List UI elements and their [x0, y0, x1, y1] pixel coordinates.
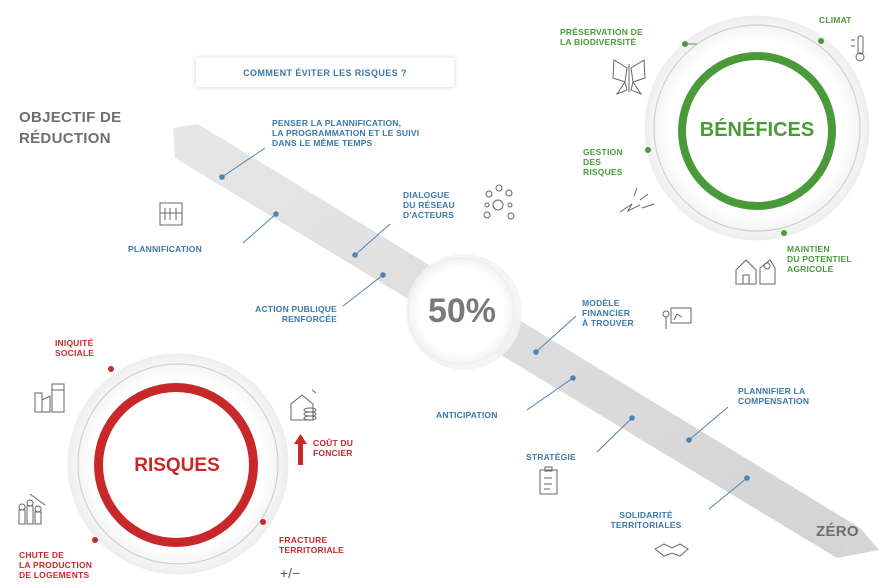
action-strategie: STRATÉGIE	[526, 452, 576, 462]
risks-ring	[77, 363, 279, 565]
action-line: D'ACTEURS	[403, 210, 455, 220]
reduction-band	[173, 124, 860, 558]
handshake-icon	[654, 543, 689, 557]
risk-line: INIQUITÉ	[55, 338, 94, 348]
farm-icon	[735, 259, 776, 285]
benefit-line: MAINTIEN	[787, 244, 830, 254]
benefit-line: DES	[583, 157, 602, 167]
butterfly-icon	[612, 59, 646, 96]
action-line: STRATÉGIE	[526, 452, 576, 462]
header-title: COMMENT ÉVITER LES RISQUES ?	[196, 58, 454, 87]
axis-end-label: ZÉRO	[816, 523, 859, 540]
benefit-line: GESTION	[583, 147, 623, 157]
action-solidarite: SOLIDARITÉ TERRITORIALES	[596, 510, 696, 530]
action-line: LA PROGRAMMATION ET LE SUIVI	[272, 128, 420, 138]
action-line: PENSER LA PLANNIFICATION,	[272, 118, 402, 128]
risk-line: COÛT DU	[313, 438, 354, 448]
network-icon	[483, 184, 515, 220]
risks-circle-inner	[103, 392, 249, 538]
reduction-band-head	[837, 528, 879, 558]
risk-chute-logements: CHUTE DE LA PRODUCTION DE LOGEMENTS	[19, 550, 92, 580]
action-connectors	[219, 147, 750, 510]
risk-iniquite: INIQUITÉ SOCIALE	[55, 338, 94, 358]
action-line: ANTICIPATION	[436, 410, 498, 420]
arrow-up-icon	[294, 434, 307, 465]
risk-line: DE LOGEMENTS	[19, 570, 90, 580]
axis-start-line1: OBJECTIF DE	[19, 109, 122, 126]
action-line: DIALOGUE	[403, 190, 450, 200]
risk-line: LA PRODUCTION	[19, 560, 93, 570]
benefit-line: RISQUES	[583, 167, 623, 177]
action-dialogue: DIALOGUE DU RÉSEAU D'ACTEURS	[403, 190, 455, 220]
benefit-potentiel-agricole: MAINTIEN DU POTENTIEL AGRICOLE	[787, 244, 852, 274]
benefit-climat: CLIMAT	[819, 15, 852, 25]
risks-title: RISQUES	[134, 455, 220, 476]
action-line: TERRITORIALES	[610, 520, 682, 530]
risk-cout-foncier: COÛT DU FONCIER	[313, 438, 353, 458]
axis-start-line2: RÉDUCTION	[19, 130, 111, 147]
action-line: ACTION PUBLIQUE	[255, 304, 337, 314]
risk-line: TERRITORIALE	[279, 545, 345, 555]
action-line: PLANNIFICATION	[128, 244, 202, 254]
risk-fracture: FRACTURE TERRITORIALE	[279, 535, 344, 555]
axis-start-label: OBJECTIF DE RÉDUCTION	[19, 107, 121, 149]
benefit-line: DU POTENTIEL	[787, 254, 852, 264]
benefits-circle-inner	[686, 60, 828, 202]
factory-icon	[34, 383, 65, 413]
action-compensation: PLANNIFIER LA COMPENSATION	[738, 386, 809, 406]
center-circle	[407, 257, 515, 365]
benefit-line: CLIMAT	[819, 15, 852, 25]
center-value: 50%	[427, 292, 497, 330]
risk-line: CHUTE DE	[19, 550, 65, 560]
benefit-line: LA BIODIVERSITÉ	[560, 37, 637, 47]
benefits-ring	[653, 24, 861, 232]
plusminus-icon: +/−	[280, 565, 301, 581]
action-line: FINANCIER	[582, 308, 631, 318]
action-publique: ACTION PUBLIQUE RENFORCÉE	[222, 304, 337, 324]
benefits-title: BÉNÉFICES	[699, 119, 815, 141]
action-anticipation: ANTICIPATION	[436, 410, 498, 420]
risk-line: FONCIER	[313, 448, 353, 458]
action-line: DU RÉSEAU	[403, 200, 455, 210]
house-coins-icon	[290, 389, 317, 421]
action-line: MODÈLE	[582, 298, 620, 308]
thermometer-icon	[851, 35, 865, 62]
action-plannification: PLANNIFICATION	[128, 244, 202, 254]
presentation-icon	[662, 307, 692, 329]
benefit-line: PRÉSERVATION DE	[560, 27, 643, 37]
benefit-biodiversite: PRÉSERVATION DE LA BIODIVERSITÉ	[560, 27, 643, 47]
action-modele-financier: MODÈLE FINANCIER À TROUVER	[582, 298, 634, 328]
benefit-line: AGRICOLE	[787, 264, 834, 274]
coins-icon	[18, 493, 46, 525]
risk-line: SOCIALE	[55, 348, 95, 358]
action-penser: PENSER LA PLANNIFICATION, LA PROGRAMMATI…	[272, 118, 419, 148]
storm-icon	[619, 187, 655, 213]
building-icon	[159, 202, 183, 226]
action-line: RENFORCÉE	[281, 314, 337, 324]
action-line: COMPENSATION	[738, 396, 810, 406]
benefit-gestion-risques: GESTION DES RISQUES	[583, 147, 623, 177]
clipboard-icon	[539, 466, 558, 495]
action-line: SOLIDARITÉ	[619, 510, 673, 520]
action-line: PLANNIFIER LA	[738, 386, 806, 396]
risk-line: FRACTURE	[279, 535, 328, 545]
action-line: À TROUVER	[582, 318, 634, 328]
action-line: DANS LE MÊME TEMPS	[272, 138, 373, 148]
